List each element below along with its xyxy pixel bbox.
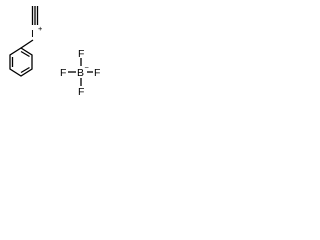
phenyl-ring [9,47,33,77]
fluorine-bottom: F [78,86,84,98]
ethynyl-group [31,6,39,25]
iodonium-label: I + [31,24,43,40]
aromatic-double-bond [20,50,30,58]
boron-charge: − [85,63,90,72]
structure-diagram: I + B − F F F F [9,6,100,98]
iodine-symbol: I [31,28,34,40]
fluorine-left: F [60,67,66,79]
tetrafluoroborate-anion: B − F F F F [60,48,100,98]
fluorine-right: F [94,67,100,79]
aromatic-double-bond [20,66,30,74]
boron-symbol: B [77,67,84,79]
phenyl-hexagon [9,47,33,77]
iodine-phenyl-bond [20,39,34,49]
fluorine-top: F [78,48,84,60]
iodine-charge: + [38,24,43,33]
